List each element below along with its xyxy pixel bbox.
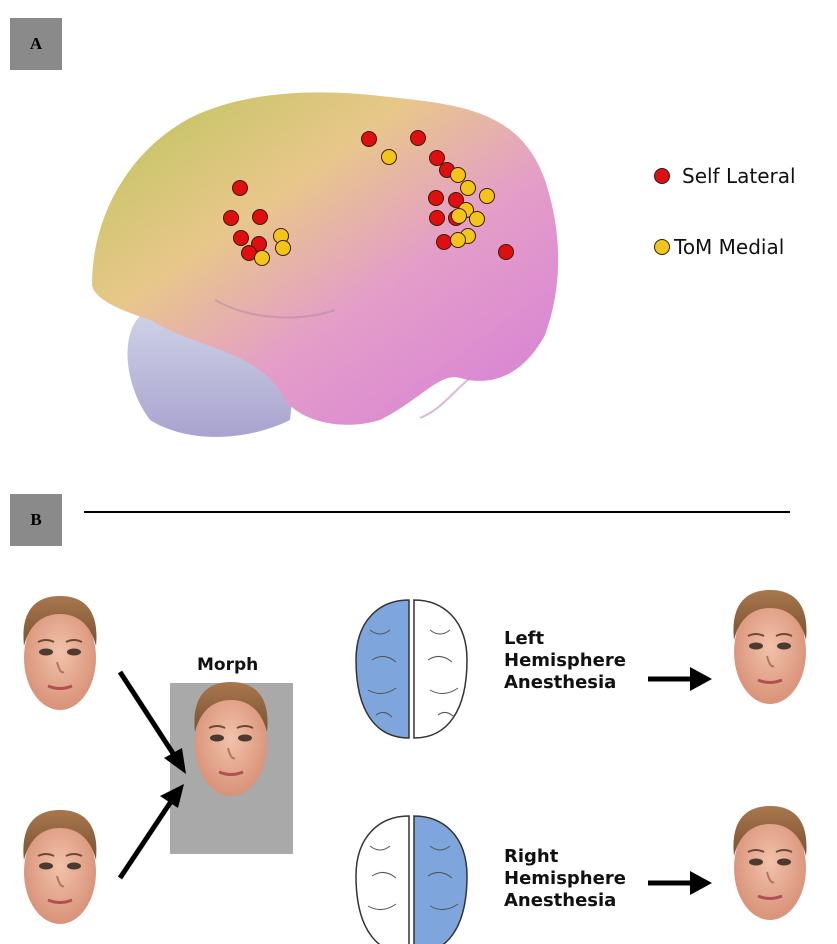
condition-right-line3: Anesthesia (504, 890, 626, 912)
tom-medial-dot (255, 251, 270, 266)
result-face-right (733, 806, 806, 920)
legend-self-dot (654, 168, 670, 184)
self-lateral-dot (224, 211, 239, 226)
legend-tom-dot (654, 239, 670, 255)
tom-medial-dot (470, 212, 485, 227)
self-lateral-dot (233, 181, 248, 196)
result-face-left (733, 590, 806, 704)
tom-medial-dot (451, 168, 466, 183)
brain-left-anesthesia (356, 600, 467, 738)
panel-b-label: B (10, 494, 62, 546)
self-lateral-dot (429, 191, 444, 206)
tom-medial-dot (451, 233, 466, 248)
tom-medial-dot (452, 209, 467, 224)
condition-left-line2: Hemisphere (504, 650, 626, 672)
panel-divider (84, 511, 790, 513)
faces-layer (0, 560, 837, 944)
tom-medial-dot (480, 189, 495, 204)
arrow-to-morph-bottom (120, 784, 184, 878)
arrow-right-anesthesia (648, 871, 712, 895)
self-lateral-dot (430, 211, 445, 226)
self-lateral-dot (499, 245, 514, 260)
source-face-top (23, 596, 96, 710)
brain-surface (0, 0, 837, 460)
source-face-bottom (23, 810, 96, 924)
legend-self-label: Self Lateral (682, 164, 796, 188)
condition-left-line3: Anesthesia (504, 672, 626, 694)
legend-tom-label: ToM Medial (674, 235, 784, 259)
self-lateral-dot (253, 210, 268, 225)
self-lateral-dot (437, 235, 452, 250)
legend-tom-medial: ToM Medial (654, 235, 784, 259)
condition-left-label: Left Hemisphere Anesthesia (504, 628, 626, 694)
condition-right-label: Right Hemisphere Anesthesia (504, 846, 626, 912)
morph-face (194, 682, 267, 796)
arrow-to-morph-top (120, 672, 186, 774)
brain-right-anesthesia (356, 816, 467, 944)
self-lateral-dot (430, 151, 445, 166)
legend-self-lateral: Self Lateral (654, 164, 796, 188)
condition-left-line1: Left (504, 628, 626, 650)
self-lateral-dot (234, 231, 249, 246)
self-lateral-dot (362, 132, 377, 147)
condition-right-line1: Right (504, 846, 626, 868)
self-lateral-dot (411, 131, 426, 146)
condition-right-line2: Hemisphere (504, 868, 626, 890)
tom-medial-dot (461, 181, 476, 196)
arrow-left-anesthesia (648, 667, 712, 691)
tom-medial-dot (276, 241, 291, 256)
tom-medial-dot (382, 150, 397, 165)
